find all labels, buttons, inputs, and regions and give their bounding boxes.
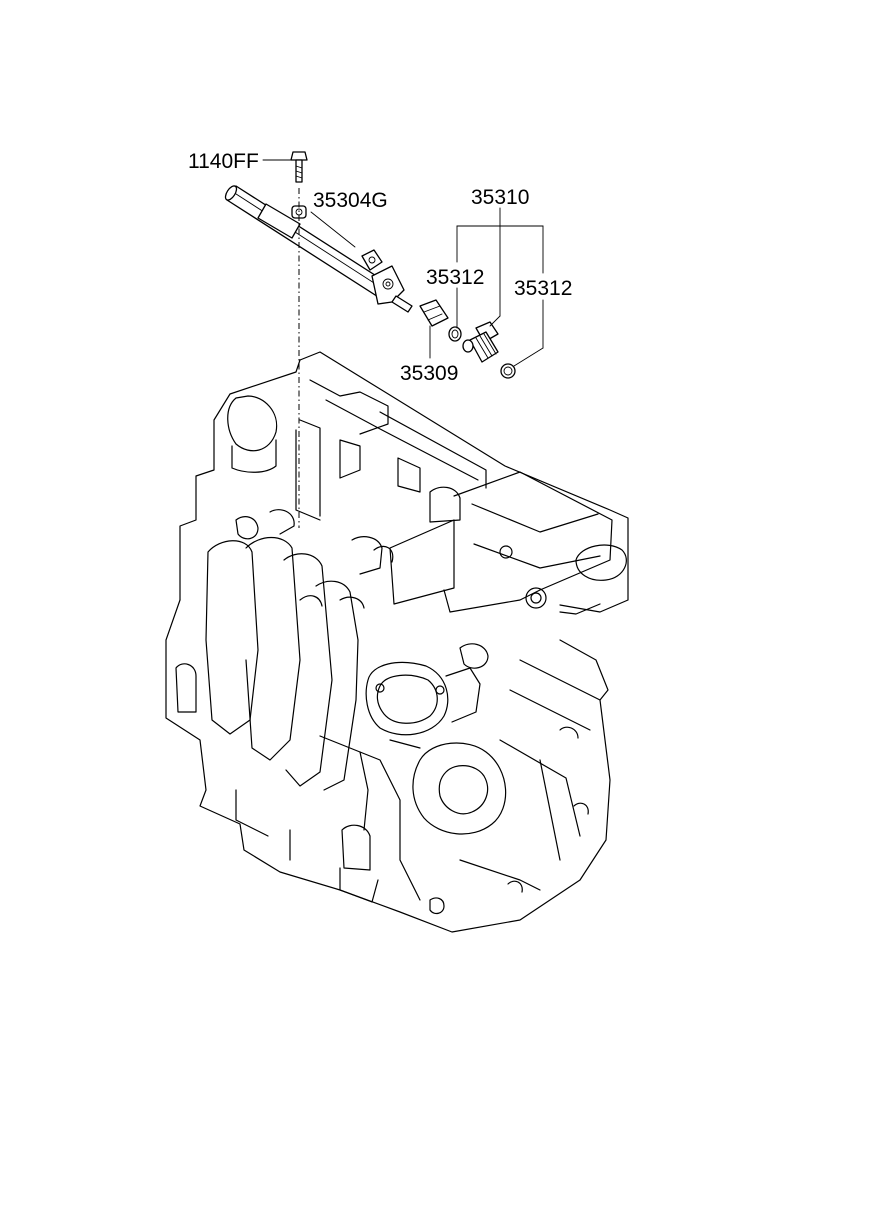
callout-35312-left: 35312 bbox=[426, 266, 484, 289]
engine-assembly bbox=[165, 351, 629, 933]
bracket-35310 bbox=[456, 207, 544, 367]
callout-35310: 35310 bbox=[471, 186, 529, 209]
fuel-rail-35304g[interactable] bbox=[223, 184, 413, 313]
callout-35304g: 35304G bbox=[313, 189, 388, 212]
bolt-1140ff[interactable] bbox=[290, 151, 308, 183]
injector-35310[interactable] bbox=[462, 321, 499, 363]
callout-35309: 35309 bbox=[400, 362, 458, 385]
clip-35309[interactable] bbox=[419, 299, 449, 327]
callout-1140ff: 1140FF bbox=[188, 150, 259, 173]
leader-35304g bbox=[310, 211, 356, 248]
o-ring-35312-right[interactable] bbox=[500, 363, 516, 379]
o-ring-35312-left[interactable] bbox=[448, 326, 462, 342]
callout-35312-right: 35312 bbox=[514, 277, 572, 300]
